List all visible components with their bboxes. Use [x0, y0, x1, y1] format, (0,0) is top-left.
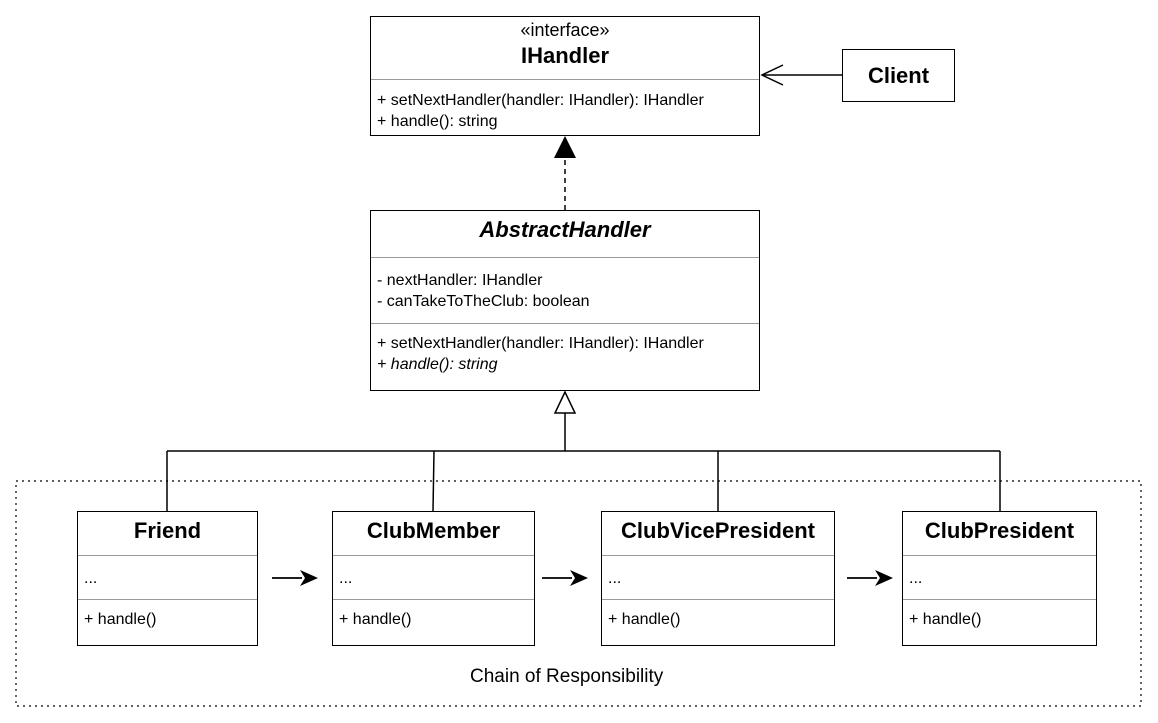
class-attributes: ...	[909, 570, 923, 587]
abstract-handler-separator	[371, 323, 759, 324]
class-attributes: ...	[608, 570, 622, 587]
realization-arrow	[554, 136, 576, 210]
interface-name: IHandler	[520, 43, 610, 68]
abstract-handler-method: + handle(): string	[377, 356, 498, 373]
class-separator	[333, 555, 534, 556]
class-separator	[903, 599, 1096, 600]
chain-arrow-1	[272, 570, 318, 586]
friend-class-box: Friend ... + handle()	[77, 511, 258, 646]
abstract-handler-separator	[371, 257, 759, 258]
client-box: Client	[842, 49, 955, 102]
abstract-handler-method: + setNextHandler(handler: IHandler): IHa…	[377, 335, 704, 352]
class-method: + handle()	[608, 611, 681, 628]
class-attributes: ...	[339, 570, 353, 587]
client-name: Client	[867, 63, 930, 88]
chain-arrow-3	[847, 570, 893, 586]
interface-separator	[371, 79, 759, 80]
abstract-handler-attribute: - canTakeToTheClub: boolean	[377, 293, 590, 310]
chain-arrow-2	[542, 570, 588, 586]
class-name: ClubMember	[366, 518, 501, 543]
abstract-handler-name: AbstractHandler	[479, 217, 651, 242]
chain-group-boundary	[15, 480, 1142, 707]
class-method: + handle()	[909, 611, 982, 628]
abstract-handler-attribute: - nextHandler: IHandler	[377, 272, 543, 289]
abstract-handler-box: AbstractHandler - nextHandler: IHandler …	[370, 210, 760, 391]
ihandler-interface-box: «interface» IHandler + setNextHandler(ha…	[370, 16, 760, 136]
class-attributes: ...	[84, 570, 98, 587]
class-method: + handle()	[84, 611, 157, 628]
club-member-class-box: ClubMember ... + handle()	[332, 511, 535, 646]
chain-group-label: Chain of Responsibility	[470, 666, 664, 687]
class-separator	[78, 599, 257, 600]
club-vice-president-class-box: ClubVicePresident ... + handle()	[601, 511, 835, 646]
class-separator	[78, 555, 257, 556]
interface-method: + setNextHandler(handler: IHandler): IHa…	[377, 92, 704, 109]
class-name: ClubVicePresident	[621, 518, 815, 543]
class-separator	[333, 599, 534, 600]
club-president-class-box: ClubPresident ... + handle()	[902, 511, 1097, 646]
class-separator	[602, 555, 834, 556]
class-name: Friend	[133, 518, 202, 543]
class-separator	[903, 555, 1096, 556]
interface-method: + handle(): string	[377, 113, 498, 130]
client-dependency-arrow	[760, 64, 842, 86]
class-method: + handle()	[339, 611, 412, 628]
generalization-tree	[166, 390, 1001, 512]
class-name: ClubPresident	[924, 518, 1075, 543]
class-separator	[602, 599, 834, 600]
interface-stereotype: «interface»	[520, 20, 610, 40]
